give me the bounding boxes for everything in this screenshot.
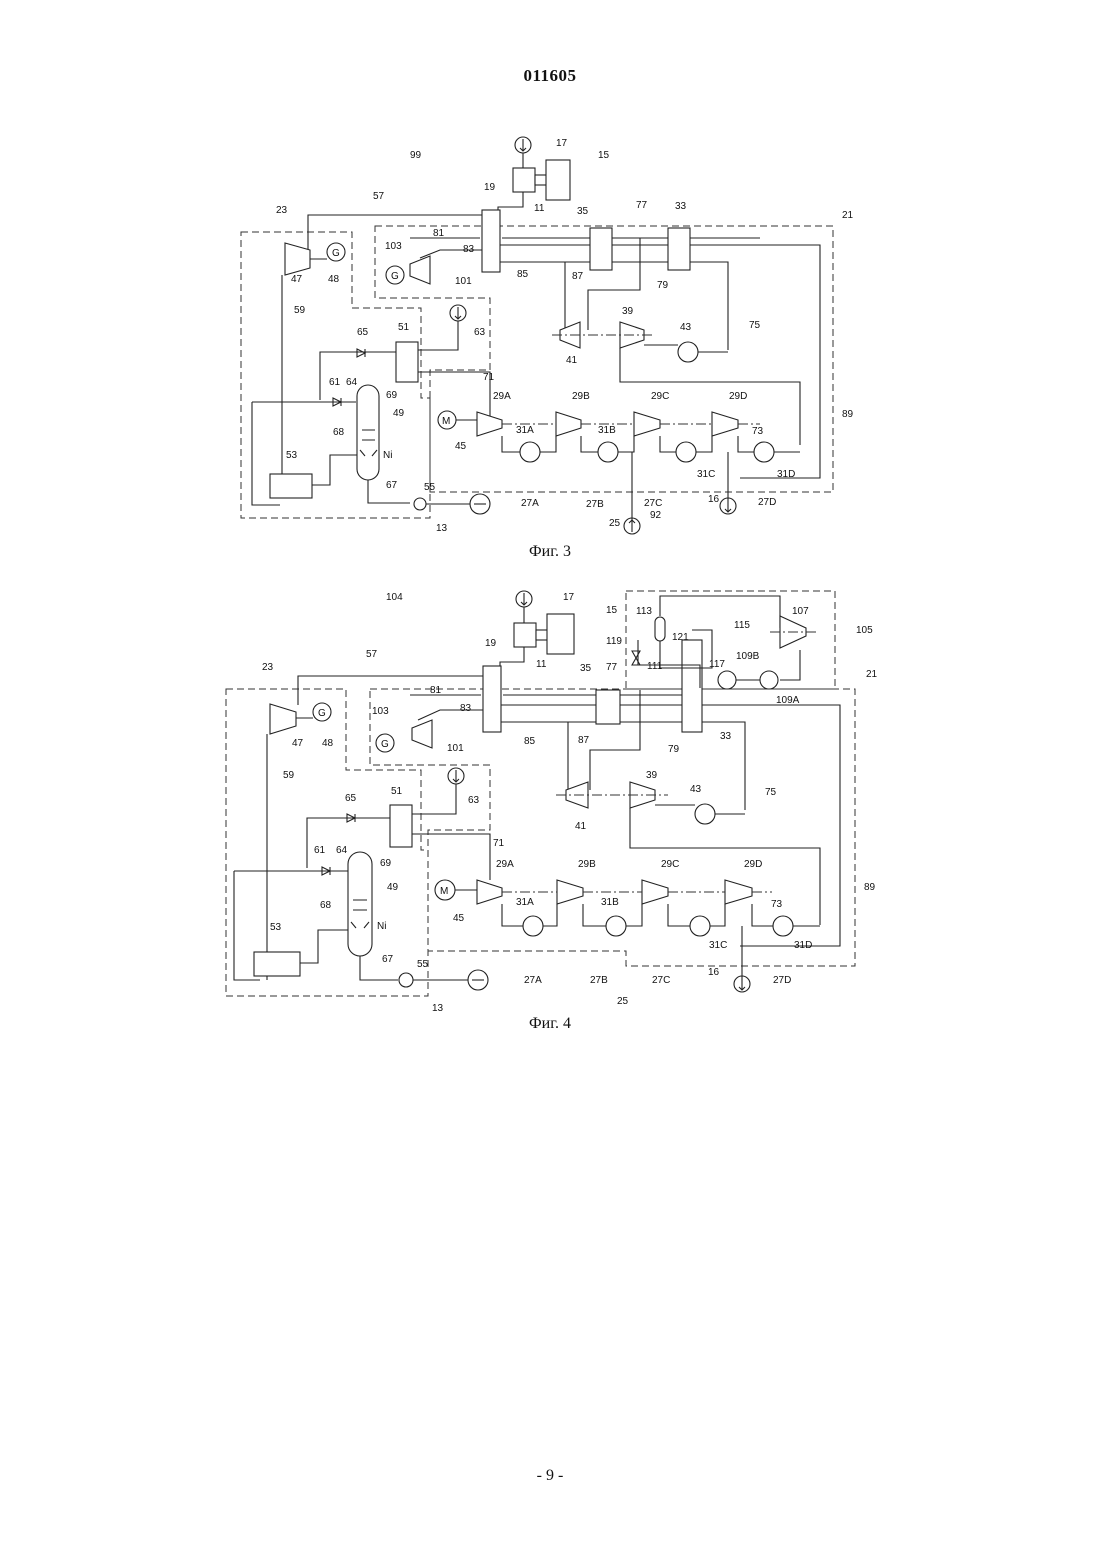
- label-117: 117: [709, 659, 725, 670]
- label-31A: 31A: [516, 897, 534, 908]
- label-101: 101: [447, 743, 464, 754]
- label-105: 105: [856, 625, 873, 636]
- compressor-29C: [642, 880, 668, 904]
- cooler-43: [695, 804, 715, 824]
- label-31C: 31C: [709, 940, 727, 951]
- label-81: 81: [430, 685, 442, 696]
- separator-113: [655, 617, 665, 641]
- cooler-109A: [760, 671, 778, 689]
- label-25: 25: [617, 996, 629, 1007]
- label-29A: 29A: [496, 859, 514, 870]
- process-flow-diagram-fig4: 104 15 17 19 11 57 23 21 35 77 33 81 83 …: [0, 0, 1100, 1040]
- label-55: 55: [417, 959, 429, 970]
- label-23: 23: [262, 662, 274, 673]
- label-51: 51: [391, 786, 403, 797]
- label-15: 15: [606, 605, 618, 616]
- label-67: 67: [382, 954, 394, 965]
- label-69: 69: [380, 858, 392, 869]
- reboiler-53: [254, 952, 300, 976]
- label-49: 49: [387, 882, 399, 893]
- label-103: 103: [372, 706, 389, 717]
- label-31D: 31D: [794, 940, 812, 951]
- label-59: 59: [283, 770, 295, 781]
- label-29B: 29B: [578, 859, 596, 870]
- label-41: 41: [575, 821, 587, 832]
- label-13: 13: [432, 1003, 444, 1014]
- label-19: 19: [485, 638, 497, 649]
- label-39: 39: [646, 770, 658, 781]
- compressor-29B: [557, 880, 583, 904]
- unit-17: [547, 614, 574, 654]
- label-61: 61: [314, 845, 326, 856]
- label-79: 79: [668, 744, 680, 755]
- heat-exchanger-35: [596, 690, 620, 724]
- label-16: 16: [708, 967, 720, 978]
- label-109A: 109A: [776, 695, 800, 706]
- generator-103-letter: G: [381, 739, 389, 750]
- label-107: 107: [792, 606, 809, 617]
- label-43: 43: [690, 784, 702, 795]
- label-21: 21: [866, 669, 878, 680]
- label-119: 119: [606, 636, 622, 647]
- intercooler-31A: [523, 916, 543, 936]
- label-115: 115: [734, 620, 750, 631]
- label-63: 63: [468, 795, 480, 806]
- label-73: 73: [771, 899, 783, 910]
- label-87: 87: [578, 735, 590, 746]
- label-11: 11: [536, 659, 547, 670]
- label-111: 111: [647, 661, 663, 672]
- label-64: 64: [336, 845, 348, 856]
- label-33: 33: [720, 731, 732, 742]
- unit-15-block: [514, 623, 536, 647]
- heat-exchanger-33: [682, 640, 702, 732]
- label-47: 47: [292, 738, 304, 749]
- label-29C: 29C: [661, 859, 679, 870]
- label-53: 53: [270, 922, 282, 933]
- valve-111: [632, 651, 640, 665]
- label-35: 35: [580, 663, 592, 674]
- pump-55: [399, 973, 413, 987]
- label-85: 85: [524, 736, 536, 747]
- heat-exchanger-51: [390, 805, 412, 847]
- label-68: 68: [320, 900, 332, 911]
- label-31B: 31B: [601, 897, 619, 908]
- distillation-column-49: [348, 852, 372, 956]
- heat-exchanger-19: [483, 666, 501, 732]
- label-27A: 27A: [524, 975, 542, 986]
- intercooler-31D: [773, 916, 793, 936]
- label-27D: 27D: [773, 975, 791, 986]
- label-77: 77: [606, 662, 618, 673]
- cooler-109B: [718, 671, 736, 689]
- label-48: 48: [322, 738, 334, 749]
- intercooler-31B: [606, 916, 626, 936]
- label-71: 71: [493, 838, 505, 849]
- page-number: - 9 -: [0, 1467, 1100, 1485]
- label-83: 83: [460, 703, 472, 714]
- label-89: 89: [864, 882, 876, 893]
- label-109B: 109B: [736, 651, 760, 662]
- label-57: 57: [366, 649, 378, 660]
- generator-48-letter: G: [318, 708, 326, 719]
- figure-4-caption: Фиг. 4: [0, 1015, 1100, 1033]
- label-113: 113: [636, 606, 652, 617]
- label-29D: 29D: [744, 859, 762, 870]
- label-Ni: Ni: [377, 921, 386, 932]
- label-65: 65: [345, 793, 357, 804]
- label-104: 104: [386, 592, 403, 603]
- compressor-29D: [725, 880, 752, 904]
- label-27C: 27C: [652, 975, 670, 986]
- motor-45-letter: M: [440, 886, 448, 897]
- label-27B: 27B: [590, 975, 608, 986]
- label-121: 121: [672, 632, 689, 643]
- label-45: 45: [453, 913, 465, 924]
- turbine-101: [412, 720, 432, 748]
- expander-47: [270, 704, 296, 734]
- compressor-29A: [477, 880, 502, 904]
- label-75: 75: [765, 787, 777, 798]
- intercooler-31C: [690, 916, 710, 936]
- label-17: 17: [563, 592, 575, 603]
